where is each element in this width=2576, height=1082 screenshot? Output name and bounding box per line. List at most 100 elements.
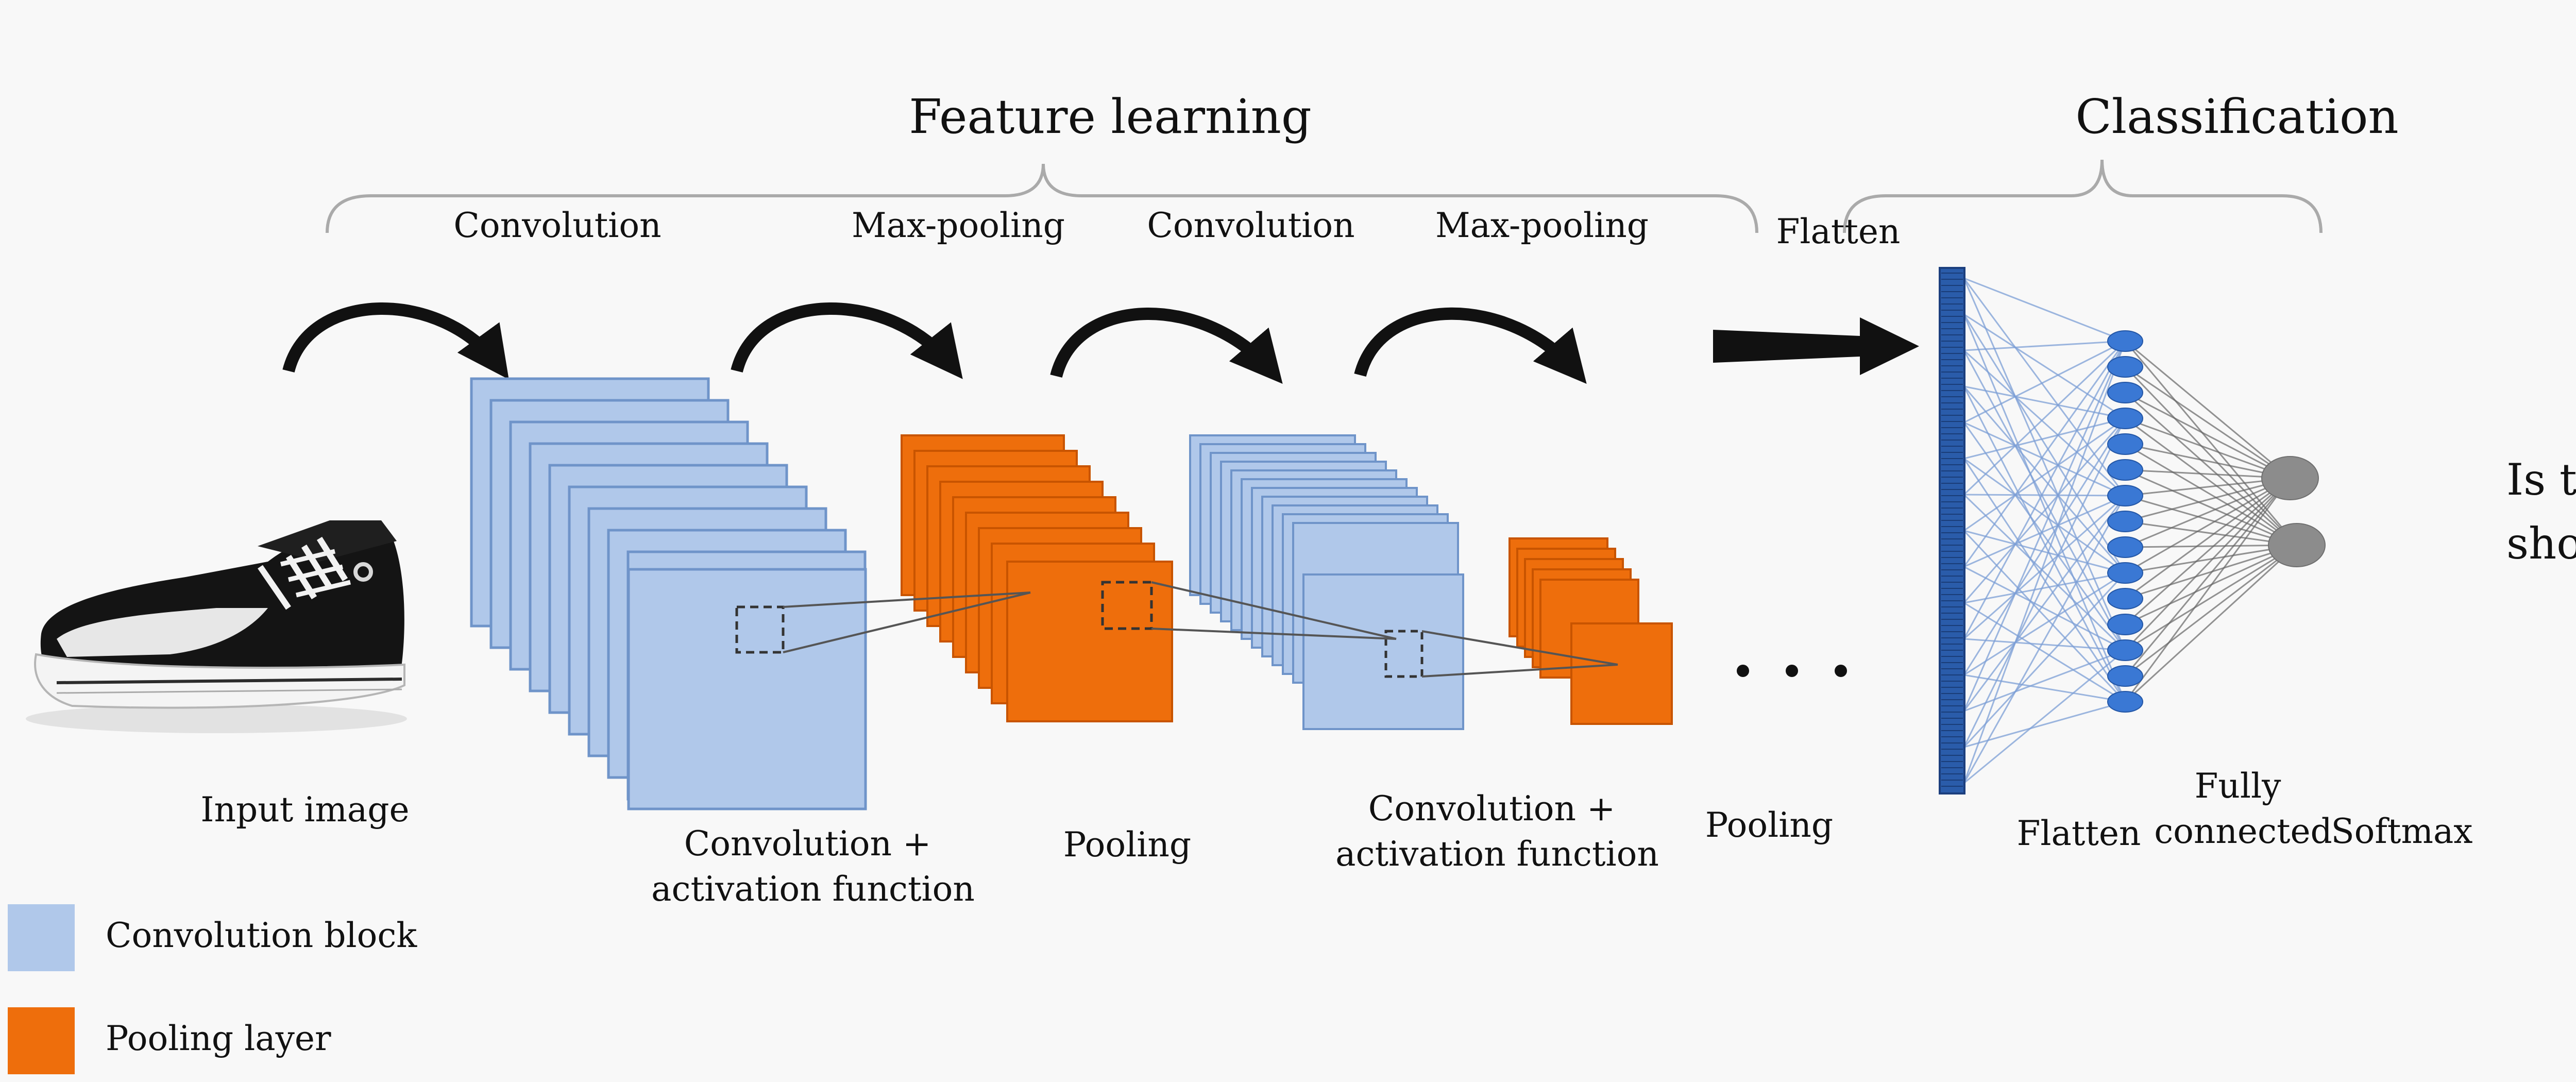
fc-node	[2107, 459, 2143, 481]
connection-line	[1963, 638, 2126, 651]
connection-line	[1963, 341, 2126, 784]
op-label-convolution-1: Convolution	[453, 206, 661, 245]
fc-node	[2107, 511, 2143, 532]
pooled-map	[1006, 561, 1173, 722]
op-label-max-pooling-2: Max-pooling	[1435, 206, 1649, 245]
conv-block-2	[1189, 434, 1464, 730]
connection-line	[1963, 278, 2126, 651]
sneaker-icon	[26, 520, 407, 733]
connection-line	[1963, 649, 2126, 784]
connection-line	[1963, 495, 2126, 712]
connection-line	[1963, 674, 2126, 703]
connection-line	[1963, 495, 2126, 640]
pool-block-2	[1509, 537, 1673, 725]
caption-pooling-2: Pooling	[1705, 805, 1833, 845]
fc-node	[2107, 330, 2143, 352]
curved-arrow-max-pooling-2	[1354, 307, 1587, 384]
fc-node	[2107, 639, 2143, 661]
pooled-map	[1570, 622, 1673, 725]
connection-line	[2124, 478, 2291, 702]
connection-line	[1963, 458, 2126, 702]
connection-line	[1963, 495, 2126, 784]
feature-learning-brace	[326, 163, 1758, 233]
curved-arrow-convolution-1	[282, 302, 509, 380]
connection-line	[2125, 477, 2291, 548]
caption-line: Convolution +	[1368, 789, 1616, 829]
question-line: Is this	[2506, 454, 2576, 505]
connection-line	[2125, 495, 2297, 546]
connection-line	[2125, 417, 2291, 479]
connection-line	[1963, 422, 2126, 651]
connection-line	[1963, 418, 2126, 675]
fc-node	[2107, 588, 2143, 610]
connection-line	[1963, 386, 2126, 573]
fc-node	[2107, 408, 2143, 429]
connection-line	[1963, 530, 2126, 574]
legend-swatch-convolution	[8, 904, 75, 971]
fc-node	[2107, 485, 2143, 506]
op-label-max-pooling-1: Max-pooling	[852, 206, 1065, 245]
connection-line	[1963, 386, 2126, 702]
connection-line	[2125, 544, 2297, 651]
connection-line	[1963, 341, 2126, 712]
connection-line	[1963, 341, 2126, 567]
connection-line	[1963, 421, 2126, 497]
caption-conv-activation-1: Convolution + activation function	[651, 824, 975, 909]
feature-map	[627, 568, 867, 810]
receptive-field-2	[1101, 581, 1153, 630]
connection-line	[2125, 544, 2297, 574]
softmax-node	[2268, 523, 2326, 567]
feature-map	[1302, 573, 1464, 730]
receptive-field-1	[735, 605, 785, 654]
conv-block-1	[470, 377, 867, 810]
receptive-field-connectors	[783, 581, 1618, 678]
connection-line	[1963, 495, 2126, 568]
curved-arrow-max-pooling-1	[731, 302, 963, 379]
connection-line	[2124, 341, 2298, 546]
connection-line	[1963, 494, 2126, 497]
connection-line	[2124, 366, 2298, 546]
output-question: Is this shoe?	[2506, 454, 2576, 569]
legend-label-convolution: Convolution block	[106, 916, 417, 955]
classification-title: Classification	[2075, 89, 2398, 144]
fc-node	[2107, 536, 2143, 558]
connection-line	[1963, 572, 2126, 748]
softmax-layer	[2261, 456, 2326, 567]
caption-flatten: Flatten	[2017, 814, 2141, 853]
caption-line: Convolution +	[684, 824, 931, 864]
connection-line	[2125, 392, 2297, 546]
caption-conv-activation-2: Convolution + activation function	[1335, 789, 1659, 874]
caption-fully-connected: Fully connected	[2154, 766, 2332, 851]
connection-line	[2124, 544, 2298, 703]
question-line: shoe?	[2506, 518, 2576, 569]
network-connections	[1963, 277, 2298, 784]
caption-softmax: Softmax	[2331, 812, 2472, 851]
connection-line	[1963, 340, 2126, 496]
fc-node	[2107, 433, 2143, 455]
caption-line: activation function	[1335, 834, 1659, 874]
fc-node	[2107, 665, 2143, 687]
connection-line	[2125, 417, 2297, 546]
connection-line	[1963, 277, 2126, 342]
connection-line	[1963, 649, 2126, 712]
caption-line: activation function	[651, 869, 975, 909]
connection-line	[2125, 443, 2297, 546]
connection-line	[1963, 417, 2126, 460]
curved-arrow-convolution-2	[1050, 308, 1283, 384]
fully-connected-layer	[2107, 330, 2143, 713]
classification-brace	[1843, 159, 2323, 233]
connection-line	[1963, 418, 2126, 603]
ellipsis	[1737, 665, 1847, 677]
connection-line	[1963, 314, 2126, 573]
connection-line	[1963, 494, 2126, 651]
legend-label-pooling: Pooling layer	[106, 1019, 331, 1058]
connection-line	[2125, 366, 2291, 479]
pool-block-1	[901, 434, 1173, 722]
connection-line	[1963, 602, 2126, 703]
connection-line	[2125, 340, 2291, 479]
connection-line	[1963, 701, 2126, 748]
connection-line	[2125, 469, 2297, 546]
connection-line	[1963, 572, 2126, 604]
caption-input-image: Input image	[200, 790, 409, 830]
